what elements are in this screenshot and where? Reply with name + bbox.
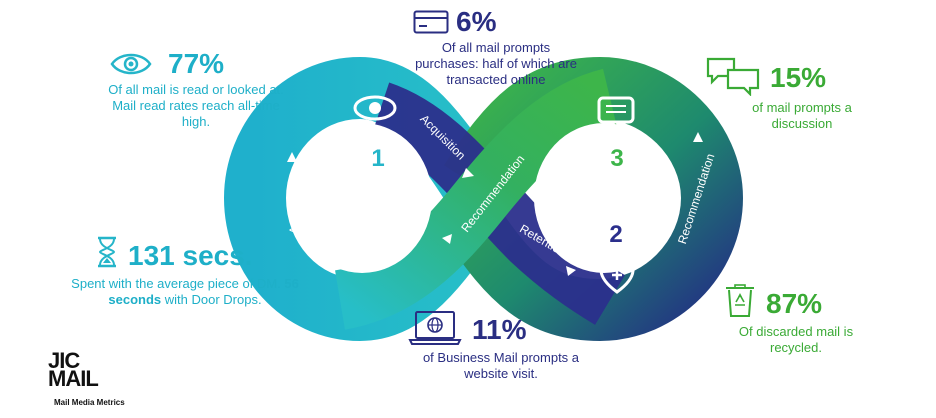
stat-purchase-text: Of all mail prompts purchases: half of w… — [415, 40, 577, 87]
stat-time-value-wrap: 131 secs. — [128, 242, 253, 270]
stat-read-value: 77% — [168, 48, 225, 79]
stat-discussion-text: of mail prompts a discussion — [752, 100, 852, 131]
stage-number-2: 2 — [609, 221, 622, 248]
eye-icon — [110, 53, 152, 75]
hourglass-icon — [98, 236, 116, 268]
stat-recycled-value-wrap: 87% — [766, 290, 822, 318]
loop-chat-bubble-icon — [597, 96, 635, 133]
stat-website-text: of Business Mail prompts a website visit… — [422, 350, 580, 381]
recycle-bin-icon — [726, 284, 754, 317]
retention-band — [369, 82, 625, 325]
speech-bubbles-icon — [706, 57, 760, 96]
arrow-recommendation-right — [693, 132, 703, 142]
arrow-recommendation-center — [442, 234, 452, 244]
brand-tagline: Mail Media Metrics — [54, 398, 125, 407]
stat-recycled-value: 87% — [766, 288, 823, 319]
stat-discussion-value-wrap: 15% — [770, 64, 826, 92]
stat-time-text-bold: 56 seconds — [108, 276, 299, 307]
stat-time-text-pre: Spent with the average piece of DM. — [71, 276, 285, 291]
stat-recycled-text: Of discarded mail is recycled. — [738, 324, 854, 355]
stat-website-value: 11% — [472, 314, 527, 345]
right-loop-hole — [534, 123, 674, 273]
jicmail-logo-line1: JIC — [48, 348, 80, 373]
laptop-icon — [408, 311, 462, 345]
loop-heart-plus-icon — [599, 260, 635, 294]
loop-eye-icon — [353, 95, 397, 121]
stage-number-3: 3 — [610, 145, 623, 172]
arrow-acquisition-top — [462, 168, 474, 178]
arrow-acquisition-left — [287, 152, 297, 162]
stat-time-text: Spent with the average piece of DM. 56 s… — [68, 276, 302, 308]
stat-purchase-value: 6% — [456, 6, 497, 37]
jicmail-logo: JIC MAIL — [48, 348, 99, 391]
stat-website-value-wrap: 11% — [472, 316, 527, 344]
stat-time-value: 131 secs. — [128, 240, 253, 271]
stat-read-text: Of all mail is read or looked at. Mail r… — [108, 82, 284, 129]
stat-purchase-value-wrap: 6% — [456, 8, 496, 36]
stat-discussion-value: 15% — [770, 62, 827, 93]
left-loop-hole — [292, 123, 432, 273]
jicmail-logo-line2: MAIL — [48, 366, 99, 391]
recommendation-band — [334, 68, 619, 330]
stat-time-text-post: with Door Drops. — [161, 292, 262, 307]
stat-read-value-wrap: 77% — [168, 50, 224, 78]
stage-number-1: 1 — [371, 145, 384, 172]
arrow-retention — [566, 266, 576, 276]
label-acquisition-left: Acquisition — [287, 176, 301, 234]
credit-card-icon — [413, 10, 449, 34]
